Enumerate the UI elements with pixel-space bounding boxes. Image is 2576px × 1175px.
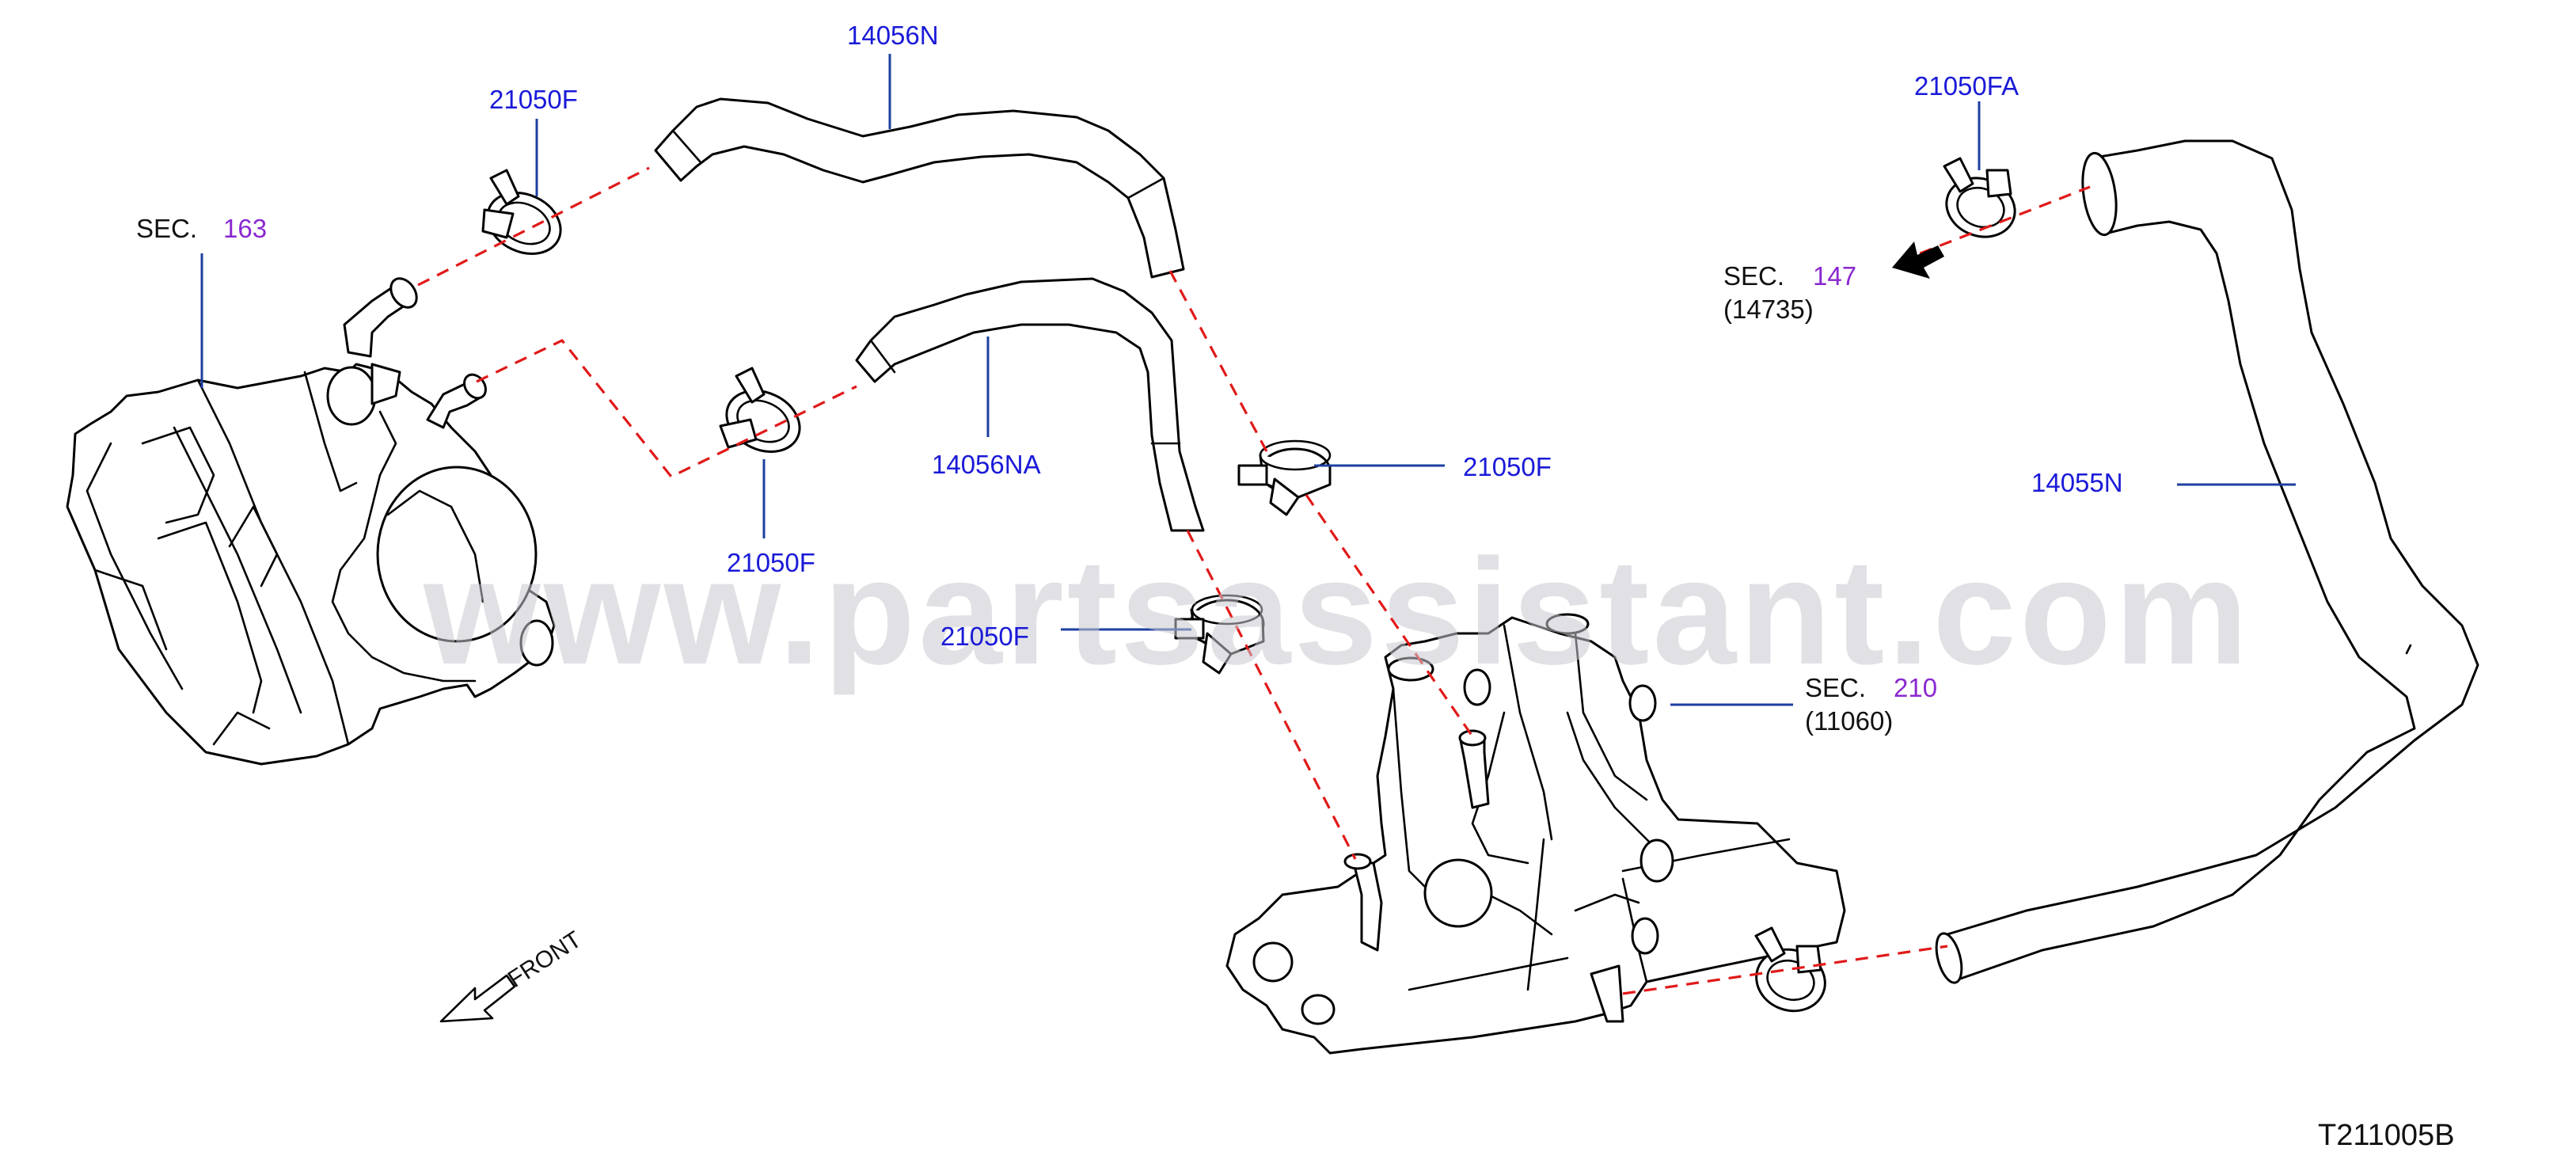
section-ref-147: SEC. 147 (14735) xyxy=(1723,261,1856,324)
hose-14056n xyxy=(654,97,1185,279)
sec-163-number: 163 xyxy=(223,214,267,243)
clamp-lower-right xyxy=(1754,926,1826,1013)
clamp-21050f-lower xyxy=(1174,594,1265,675)
diagram-code: T211005B xyxy=(2318,1119,2455,1152)
sec-210-prefix: SEC. xyxy=(1805,673,1866,702)
callout-21050f-mid: 21050F xyxy=(727,548,815,577)
callout-21050f-right: 21050F xyxy=(1463,452,1552,481)
clamp-21050f-right xyxy=(1237,439,1332,516)
callout-14055n: 14055N xyxy=(2031,468,2123,497)
front-label: FRONT xyxy=(503,926,587,993)
leader-lines xyxy=(200,54,2296,706)
front-arrow-icon xyxy=(439,974,516,1023)
section-ref-210: SEC. 210 (11060) xyxy=(1805,673,1937,736)
section-ref-163: SEC. 163 xyxy=(136,214,267,243)
callout-21050fa: 21050FA xyxy=(1914,71,2019,101)
clamp-21050f-top-left xyxy=(481,169,562,255)
sec-147-sub: (14735) xyxy=(1723,295,1814,324)
callout-21050f-top: 21050F xyxy=(489,85,578,114)
sec-147-prefix: SEC. xyxy=(1723,261,1784,291)
callout-14056n: 14056N xyxy=(847,21,939,50)
hose-14056na xyxy=(855,277,1205,532)
water-outlet-housing xyxy=(1225,613,1846,1055)
arrow-to-sec-147 xyxy=(1892,241,1944,279)
watermark: www.partsassistant.com xyxy=(423,528,2251,696)
sec-163-prefix: SEC. xyxy=(136,214,197,243)
sec-210-number: 210 xyxy=(1894,673,1937,702)
callout-14056na: 14056NA xyxy=(932,450,1041,479)
throttle-body xyxy=(66,277,556,766)
clamp-21050fa xyxy=(1943,157,2016,238)
sec-147-number: 147 xyxy=(1813,261,1856,291)
front-indicator: FRONT xyxy=(439,926,587,1023)
callout-21050f-lower: 21050F xyxy=(940,622,1029,651)
sec-210-sub: (11060) xyxy=(1805,706,1893,736)
hose-14055n xyxy=(1935,139,2479,984)
